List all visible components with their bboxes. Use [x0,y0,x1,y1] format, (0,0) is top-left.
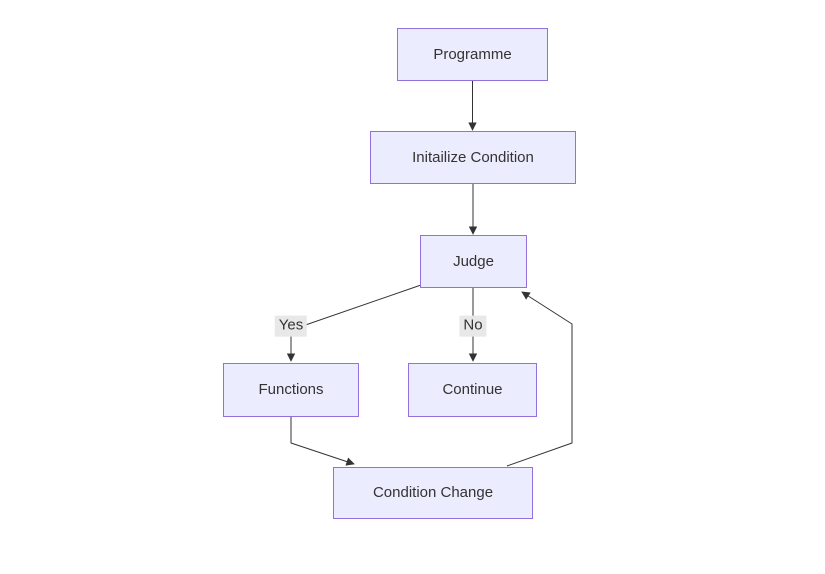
node-label-judge: Judge [453,252,494,270]
edge-condition-change-to-judge [506,291,573,467]
node-condition-change: Condition Change [333,467,533,519]
node-label-continue: Continue [442,381,503,398]
edge-functions-to-condition-change [290,417,355,466]
node-label-functions: Functions [258,381,324,398]
node-programme: Programme [397,28,548,81]
node-functions: Functions [223,363,359,417]
node-initailize-condition: Initailize Condition [370,131,576,184]
node-label-condition-change: Condition Change [372,484,494,501]
node-label-programme: Programme [433,45,512,63]
node-judge: Judge [420,235,527,288]
edge-label-yes: Yes [274,315,308,337]
node-label-initailize-condition: Initailize Condition [412,148,534,166]
edge-label-no: No [459,315,487,337]
node-continue: Continue [408,363,537,417]
edge-judge-to-functions [286,284,422,362]
